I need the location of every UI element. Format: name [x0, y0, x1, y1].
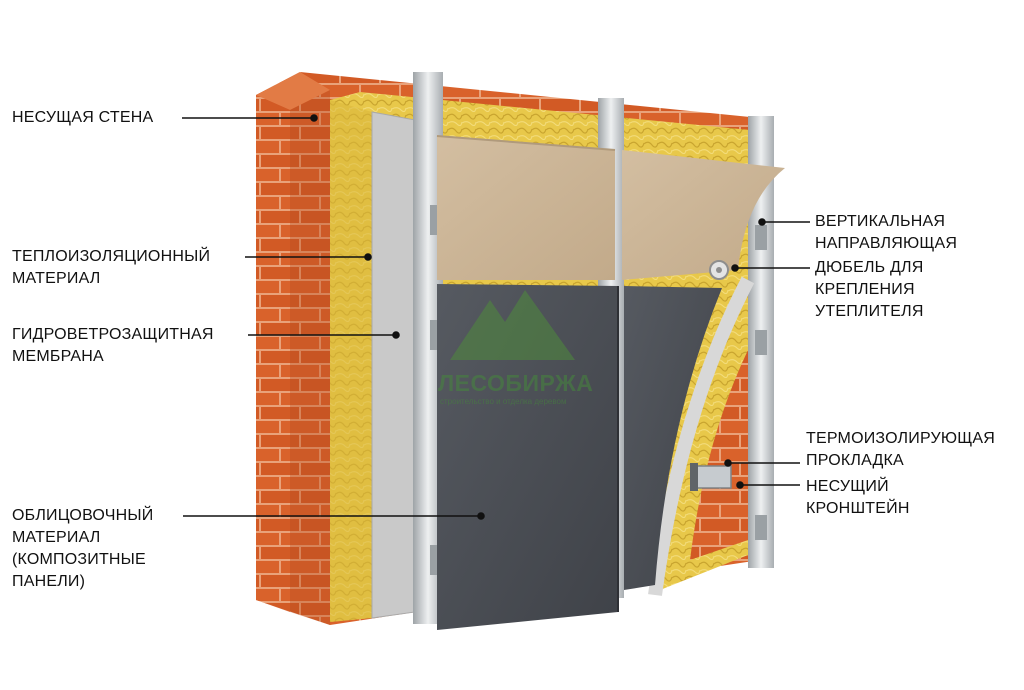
label-vertical-guide: ВЕРТИКАЛЬНАЯ НАПРАВЛЯЮЩАЯ — [815, 213, 958, 252]
watermark-brand: ЛЕСОБИРЖА — [438, 370, 594, 396]
beige-panels — [436, 135, 785, 280]
watermark-tagline: строительство и отделка деревом — [440, 397, 567, 406]
label-thermal-pad: ТЕРМОИЗОЛИРУЮЩАЯ ПРОКЛАДКА — [806, 430, 996, 469]
dark-panels — [437, 284, 722, 630]
label-dowel: ДЮБЕЛЬ ДЛЯ КРЕПЛЕНИЯ УТЕПЛИТЕЛЯ — [815, 259, 924, 320]
leader-lines — [182, 114, 810, 520]
label-insulation: ТЕПЛОИЗОЛЯЦИОННЫЙ МАТЕРИАЛ — [12, 248, 211, 287]
label-bracket: НЕСУЩИЙ КРОНШТЕЙН — [806, 478, 910, 517]
label-membrane: ГИДРОВЕТРОЗАЩИТНАЯ МЕМБРАНА — [12, 326, 214, 365]
watermark-logo-icon — [450, 290, 575, 360]
label-load-bearing-wall: НЕСУЩАЯ СТЕНА — [12, 109, 154, 126]
dowel-icon — [709, 260, 729, 280]
bracket-icon — [690, 463, 732, 491]
label-cladding: ОБЛИЦОВОЧНЫЙ МАТЕРИАЛ (КОМПОЗИТНЫЕ ПАНЕЛ… — [12, 507, 154, 590]
cutaway-section — [648, 276, 755, 596]
membrane-layer — [371, 111, 416, 619]
